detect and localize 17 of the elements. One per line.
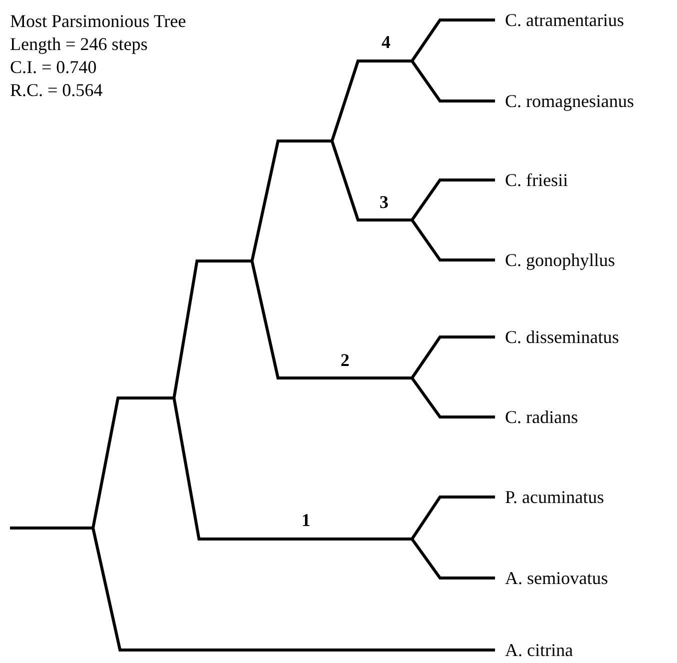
taxon-label: A. citrina <box>505 640 573 660</box>
taxon-label: C. gonophyllus <box>505 250 616 270</box>
branch-number: 4 <box>382 32 390 52</box>
tree-title: Most Parsimonious Tree <box>10 11 186 31</box>
statistic-text: R.C. = 0.564 <box>10 80 103 100</box>
branch-number: 3 <box>380 192 388 212</box>
taxon-label: A. semiovatus <box>505 568 608 588</box>
statistic-text: C.I. = 0.740 <box>10 57 97 77</box>
taxon-label: C. atramentarius <box>505 10 624 30</box>
taxon-label: C. disseminatus <box>505 327 620 347</box>
taxon-label: C. romagnesianus <box>505 91 634 111</box>
branch-number: 1 <box>302 510 310 530</box>
taxon-label: C. friesii <box>505 170 568 190</box>
taxon-label: C. radians <box>505 407 578 427</box>
taxon-label: P. acuminatus <box>505 487 604 507</box>
branch-number: 2 <box>340 350 350 370</box>
statistic-text: Length = 246 steps <box>10 34 148 54</box>
